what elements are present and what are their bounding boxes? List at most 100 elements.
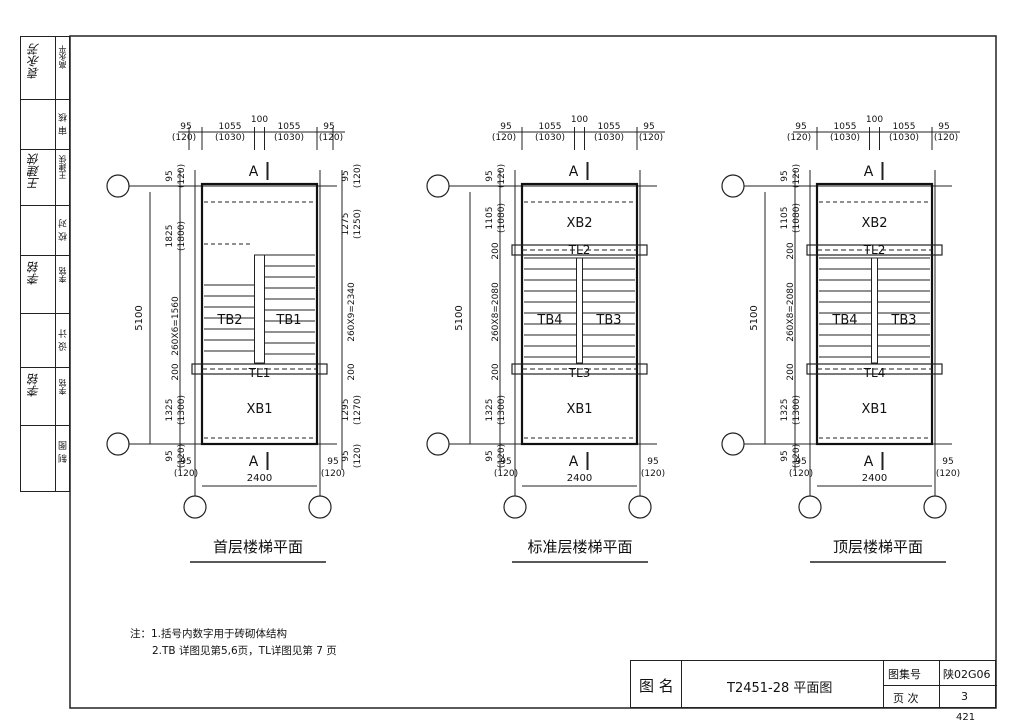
dim-text: 2400 bbox=[862, 473, 887, 484]
dim-text: 1325 bbox=[780, 399, 790, 422]
axis-circle bbox=[503, 495, 527, 519]
dim-text: 95 bbox=[780, 170, 790, 181]
page-number: 421 bbox=[956, 712, 976, 723]
dim-text: 200 bbox=[171, 363, 181, 380]
left-flight-label: TB2 bbox=[216, 313, 242, 328]
dim-text: (1030) bbox=[535, 133, 565, 143]
stairwell-wall bbox=[815, 182, 934, 446]
dim-text: (1800) bbox=[177, 221, 187, 251]
dim-text: 1055 bbox=[893, 122, 916, 132]
dim-text: (1080) bbox=[497, 203, 507, 233]
title-divider bbox=[681, 661, 682, 707]
signature-sidebar: 袁永芳 高永平 审核 王建侠 王建侠 校对 李铭 李铭 设计 李铭 李铭 制图 bbox=[20, 36, 70, 492]
dim-text: 95 bbox=[500, 122, 511, 132]
dim-text: 200 bbox=[786, 242, 796, 259]
dim-text: 95 bbox=[795, 122, 806, 132]
stairwell-wall bbox=[520, 182, 639, 446]
section-mark-top: A bbox=[249, 164, 259, 180]
dim-text: 1325 bbox=[165, 399, 175, 422]
section-mark-bottom: A bbox=[249, 454, 259, 470]
name-4: 李铭 bbox=[58, 379, 67, 395]
section-mark-top: A bbox=[569, 164, 579, 180]
dim-text: 2400 bbox=[247, 473, 272, 484]
dim-text: 95 bbox=[327, 457, 338, 467]
dim-text: 5100 bbox=[749, 305, 760, 330]
role-review: 审核 bbox=[59, 109, 69, 135]
dim-text: 95 bbox=[180, 457, 191, 467]
dim-text: 200 bbox=[491, 242, 501, 259]
dim-text: (120) bbox=[934, 133, 958, 143]
signature-4: 李铭 bbox=[27, 373, 41, 397]
axis-circle bbox=[426, 174, 450, 198]
axis-circle bbox=[308, 495, 332, 519]
sidebar-row-line bbox=[21, 255, 69, 256]
dim-text: (1250) bbox=[353, 209, 363, 239]
dim-text: 1055 bbox=[598, 122, 621, 132]
sidebar-row-line bbox=[21, 425, 69, 426]
axis-circle bbox=[721, 174, 745, 198]
title-row-line bbox=[883, 685, 997, 686]
top-slab-label: XB2 bbox=[861, 216, 887, 231]
drawing-name-value: T2451-28 平面图 bbox=[727, 681, 833, 696]
axis-circle bbox=[628, 495, 652, 519]
dim-text: (120) bbox=[177, 444, 187, 468]
dim-text: (1030) bbox=[215, 133, 245, 143]
dim-text: 1055 bbox=[834, 122, 857, 132]
dim-text: (120) bbox=[792, 444, 802, 468]
dim-text: 95 bbox=[938, 122, 949, 132]
dim-text: 95 bbox=[341, 450, 351, 461]
right-flight-label: TB3 bbox=[890, 313, 916, 328]
axis-circle bbox=[798, 495, 822, 519]
axis-circle bbox=[106, 432, 130, 456]
title-divider bbox=[883, 661, 884, 707]
dim-text: 95 bbox=[323, 122, 334, 132]
beam-label: TL1 bbox=[248, 366, 271, 380]
dim-text: (120) bbox=[792, 164, 802, 188]
dim-text: 95 bbox=[500, 457, 511, 467]
dim-text: 1055 bbox=[278, 122, 301, 132]
bottom-slab-label: XB1 bbox=[566, 402, 592, 417]
dim-text: (120) bbox=[174, 469, 198, 479]
top-beam bbox=[806, 244, 943, 256]
dim-text: (1300) bbox=[497, 395, 507, 425]
dim-text: 200 bbox=[347, 363, 357, 380]
dim-text: (1300) bbox=[177, 395, 187, 425]
dim-text: 260X9=2340 bbox=[347, 282, 357, 342]
dim-text: (120) bbox=[787, 133, 811, 143]
dim-text: (120) bbox=[639, 133, 663, 143]
dim-text: 260X8=2080 bbox=[491, 282, 501, 342]
dim-text: 1325 bbox=[485, 399, 495, 422]
signature-3: 李铭 bbox=[27, 261, 41, 285]
dim-text: 1275 bbox=[341, 213, 351, 236]
stair-well-divider bbox=[871, 257, 878, 364]
dim-text: 95 bbox=[485, 450, 495, 461]
section-mark-bottom: A bbox=[569, 454, 579, 470]
dim-text: 1825 bbox=[165, 225, 175, 248]
top-beam bbox=[511, 244, 648, 256]
right-flight-label: TB1 bbox=[275, 313, 301, 328]
beam-label: TL4 bbox=[863, 366, 886, 380]
section-mark-bottom: A bbox=[864, 454, 874, 470]
dim-text: (120) bbox=[492, 133, 516, 143]
left-flight-label: TB4 bbox=[831, 313, 857, 328]
sidebar-row-line bbox=[21, 313, 69, 314]
dim-text: 100 bbox=[866, 115, 883, 125]
dim-text: 5100 bbox=[134, 305, 145, 330]
dim-text: 95 bbox=[780, 450, 790, 461]
page-label: 页 次 bbox=[893, 692, 919, 705]
page-value: 3 bbox=[961, 690, 968, 703]
right-flight-label: TB3 bbox=[595, 313, 621, 328]
note-line-2: 2.TB 详图见第5,6页，TL详图见第 7 页 bbox=[152, 645, 337, 657]
plan-title: 标准层楼梯平面 bbox=[527, 538, 632, 556]
dim-text: (120) bbox=[319, 133, 343, 143]
name-1: 高永平 bbox=[58, 45, 67, 69]
dim-text: 95 bbox=[165, 170, 175, 181]
dim-text: 1105 bbox=[780, 207, 790, 230]
axis-circle bbox=[106, 174, 130, 198]
drawing-name-label: 图 名 bbox=[639, 677, 674, 695]
stair-beam bbox=[806, 363, 943, 375]
dim-text: (120) bbox=[177, 164, 187, 188]
notes: 注：1.括号内数字用于砖砌体结构 2.TB 详图见第5,6页，TL详图见第 7 … bbox=[130, 626, 337, 660]
